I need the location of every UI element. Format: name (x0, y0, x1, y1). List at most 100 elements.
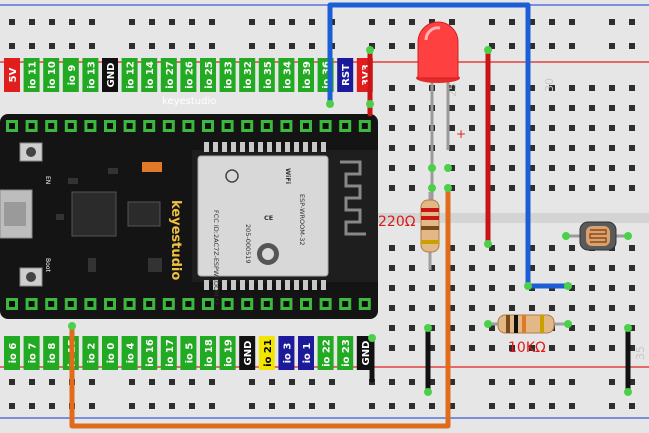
header-pin-hole (303, 123, 309, 129)
breadboard-hole (209, 403, 215, 409)
breadboard-hole (629, 245, 635, 251)
smd-4 (88, 258, 96, 272)
breadboard-hole (409, 325, 415, 331)
breadboard-hole (209, 379, 215, 385)
red-led: + (416, 21, 466, 141)
column-number-35: 35 (634, 346, 647, 360)
module-pad (222, 280, 227, 290)
top-pin-label-bg (43, 58, 60, 92)
bottom-pin-label: io 18 (204, 339, 215, 367)
connection-dot (624, 232, 632, 240)
bottom-pin-label-bg (4, 336, 20, 370)
connection-dot (366, 46, 374, 54)
breadboard-hole (9, 43, 15, 49)
breadboard-hole (509, 403, 515, 409)
breadboard-hole (389, 305, 395, 311)
breadboard-hole (569, 265, 575, 271)
breadboard-hole (429, 265, 435, 271)
breadboard-hole (509, 305, 515, 311)
breadboard-hole (149, 379, 155, 385)
breadboard-hole (309, 43, 315, 49)
breadboard-hole (589, 105, 595, 111)
breadboard-hole (449, 85, 455, 91)
breadboard-hole (529, 305, 535, 311)
breadboard-hole (389, 145, 395, 151)
esp32-board: EN Boot keyestudio FCC ID:2AC7Z-ESPWROOM… (0, 114, 378, 319)
module-pad (240, 142, 245, 152)
top-pin-label: io 9 (67, 65, 78, 86)
top-pin-label-bg (219, 58, 236, 92)
header-pin-hole (165, 301, 172, 307)
bottom-pin-label-bg (219, 336, 236, 370)
breadboard-hole (509, 125, 515, 131)
breadboard-hole (549, 85, 555, 91)
breadboard-hole (389, 403, 395, 409)
module-pad (276, 280, 281, 290)
breadboard-hole (249, 19, 255, 25)
wroom-name: ESP-WROOM-32 (298, 194, 306, 246)
breadboard-hole (549, 19, 555, 25)
en-label: EN (44, 176, 51, 184)
top-pin-label-bg (62, 58, 79, 92)
breadboard-hole (189, 19, 195, 25)
bottom-pin-label: io 7 (28, 343, 39, 364)
header-pin-hole (322, 123, 329, 129)
resistor-220 (420, 192, 440, 270)
top-pin-label: io 12 (126, 61, 137, 89)
top-pin-label: io 13 (86, 61, 97, 89)
usb-port-inner (4, 202, 26, 226)
breadboard-hole (409, 285, 415, 291)
header-pin-hole (185, 123, 192, 129)
module-pad (231, 142, 236, 152)
bottom-pin-label-bg (160, 336, 177, 370)
breadboard-hole (69, 19, 75, 25)
breadboard-hole (209, 19, 215, 25)
bottom-pin-label: io 22 (322, 339, 333, 367)
breadboard-hole (269, 403, 275, 409)
breadboard-hole (569, 125, 575, 131)
led-plus-label: + (456, 127, 466, 141)
breadboard-hole (149, 43, 155, 49)
breadboard-hole (49, 379, 55, 385)
photoresistor-track (589, 229, 607, 243)
breadboard-hole (509, 43, 515, 49)
bottom-pin-label-bg (258, 336, 275, 370)
bottom-pin-label: io 8 (47, 343, 58, 364)
bottom-pin-label-bg (278, 336, 295, 370)
brand-top: keyestudio (162, 96, 216, 107)
capacitor (142, 162, 162, 172)
breadboard-hole (569, 43, 575, 49)
breadboard-hole (549, 145, 555, 151)
module-pad (294, 280, 299, 290)
top-pin-label-bg (121, 58, 138, 92)
breadboard-hole (549, 265, 555, 271)
top-pin-label-bg (278, 58, 295, 92)
breadboard-hole (509, 379, 515, 385)
breadboard-hole (609, 325, 615, 331)
breadboard-hole (489, 285, 495, 291)
breadboard-hole (489, 125, 495, 131)
bottom-pin-label: io 3 (282, 343, 293, 364)
breadboard-hole (469, 345, 475, 351)
breadboard-hole (429, 345, 435, 351)
breadboard-hole (449, 403, 455, 409)
top-pin-label: io 33 (224, 61, 235, 89)
header-pin-hole (107, 301, 113, 307)
breadboard-hole (409, 305, 415, 311)
breadboard-hole (629, 85, 635, 91)
header-pin-hole (205, 123, 211, 129)
breadboard-hole (469, 305, 475, 311)
bottom-header-pins (6, 298, 371, 310)
module-pad (321, 142, 326, 152)
breadboard-hole (389, 265, 395, 271)
header-pin-hole (303, 301, 309, 307)
header-pin-hole (244, 123, 251, 129)
module-pad (303, 142, 308, 152)
top-pin-label: io 36 (322, 61, 333, 89)
breadboard-hole (609, 185, 615, 191)
header-pin-hole (9, 123, 15, 129)
breadboard-hole (569, 285, 575, 291)
top-pin-label: io 34 (282, 61, 293, 89)
